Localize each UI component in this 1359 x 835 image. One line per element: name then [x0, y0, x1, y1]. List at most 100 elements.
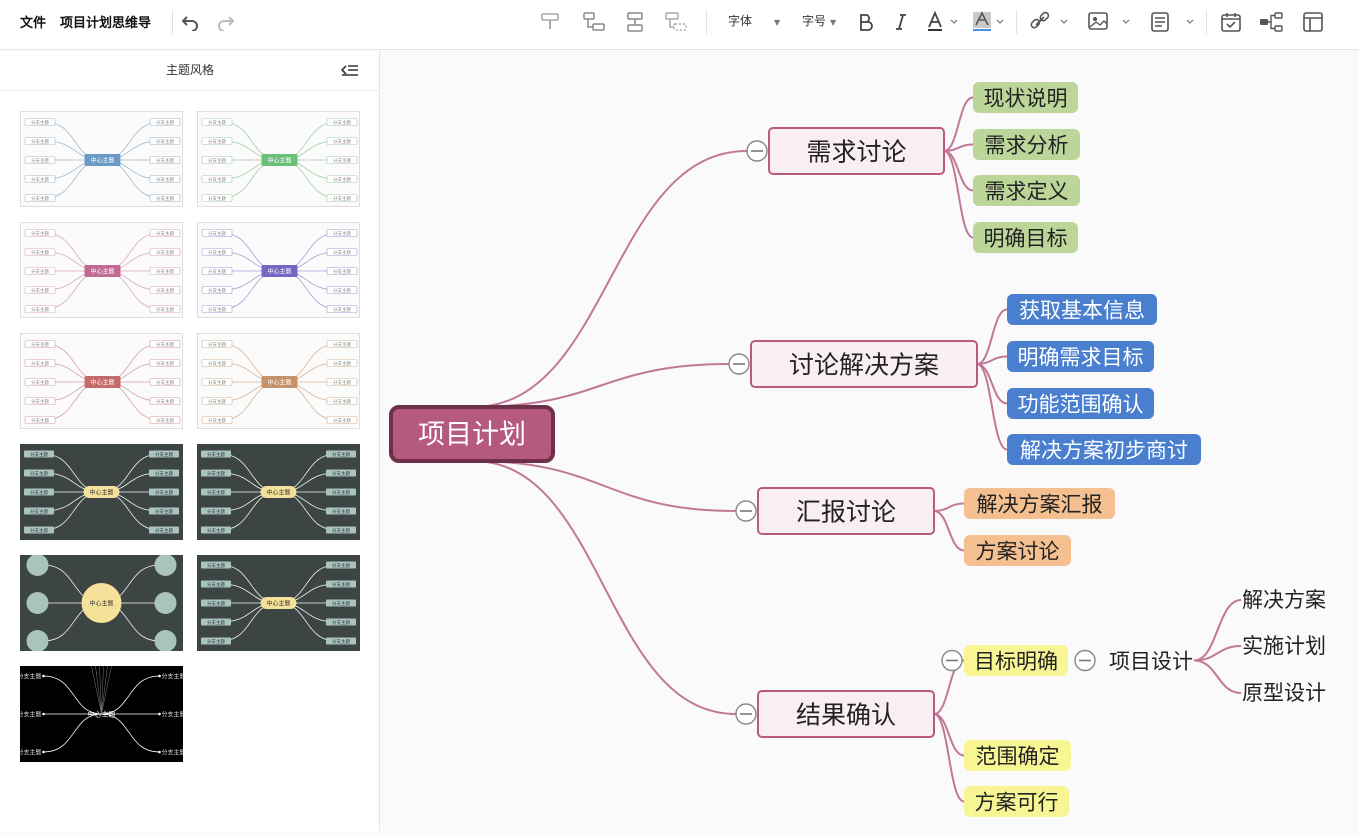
theme-option[interactable]: 分支主题分支主题分支主题分支主题分支主题分支主题分支主题分支主题分支主题分支主题…	[197, 555, 360, 651]
root-topic[interactable]	[389, 405, 555, 463]
svg-text:分支主题: 分支主题	[20, 673, 42, 681]
theme-sidebar: 主题风格 分支主题分支主题分支主题分支主题分支主题分支主题分支主题分支主题分支主…	[0, 51, 380, 831]
leaf-topic-label[interactable]: 原型设计	[1242, 681, 1326, 705]
collapse-toggle-icon[interactable]	[1074, 649, 1096, 672]
theme-option[interactable]: 分支主题分支主题分支主题分支主题分支主题分支主题分支主题分支主题分支主题分支主题…	[197, 222, 360, 318]
svg-text:分支主题: 分支主题	[332, 619, 350, 626]
undo-icon[interactable]	[180, 10, 200, 34]
subtopic[interactable]	[973, 222, 1078, 253]
branch-topic-label[interactable]: 汇报讨论	[796, 498, 896, 527]
image-icon[interactable]	[1088, 10, 1132, 34]
subtopic[interactable]	[964, 535, 1071, 566]
theme-option[interactable]: 分支主题分支主题分支主题分支主题分支主题分支主题分支主题分支主题分支主题分支主题…	[197, 111, 360, 207]
subtopic-label[interactable]: 功能范围确认	[1018, 393, 1144, 417]
subtopic-label[interactable]: 明确需求目标	[1018, 346, 1144, 370]
subtopic[interactable]	[1007, 434, 1201, 465]
theme-option[interactable]: 分支主题分支主题分支主题分支主题分支主题分支主题分支主题分支主题分支主题分支主题…	[20, 111, 183, 207]
file-menu[interactable]: 文件	[20, 16, 47, 31]
mindmap-canvas[interactable]: 项目计划 需求讨论 现状说明需求分析需求定义明确目标讨论解决方案 获取基本信息明确需求…	[381, 51, 1359, 831]
svg-text:中心主题: 中心主题	[88, 710, 116, 719]
svg-text:分支主题: 分支主题	[208, 398, 226, 405]
subtopic-label[interactable]: 目标明确	[974, 650, 1058, 674]
svg-text:分支主题: 分支主题	[20, 711, 42, 719]
subtopic-label[interactable]: 现状说明	[984, 87, 1068, 111]
collapse-toggle-icon[interactable]	[941, 649, 963, 672]
theme-option[interactable]: 分支主题分支主题分支主题分支主题分支主题分支主题中心主题	[20, 666, 183, 762]
collapse-panel-icon[interactable]	[340, 61, 360, 81]
theme-option[interactable]: 分支主题分支主题分支主题分支主题分支主题分支主题分支主题分支主题分支主题分支主题…	[197, 444, 360, 540]
svg-text:分支主题: 分支主题	[208, 157, 226, 164]
branch-topic[interactable]	[757, 690, 935, 738]
branch-topic[interactable]	[757, 487, 935, 535]
redo-icon[interactable]	[216, 10, 236, 34]
subtopic[interactable]	[973, 82, 1078, 113]
svg-text:分支主题: 分支主题	[156, 379, 174, 386]
svg-text:分支主题: 分支主题	[208, 119, 226, 126]
subtopic[interactable]	[973, 175, 1080, 206]
font-size-dropdown[interactable]: 字号▼	[802, 12, 836, 29]
svg-text:分支主题: 分支主题	[332, 600, 350, 607]
branch-topic-label[interactable]: 结果确认	[796, 701, 896, 730]
theme-option[interactable]: 分支主题分支主题分支主题分支主题分支主题分支主题分支主题分支主题分支主题分支主题…	[20, 222, 183, 318]
theme-option[interactable]: 中心主题	[20, 555, 183, 651]
document-title[interactable]: 项目计划思维导	[60, 16, 152, 31]
subtopic[interactable]	[964, 786, 1069, 817]
insert-sibling-topic-icon[interactable]	[624, 10, 646, 34]
subtopic[interactable]	[1007, 388, 1154, 419]
svg-text:分支主题: 分支主题	[156, 287, 174, 294]
leaf-topic-label[interactable]: 实施计划	[1242, 634, 1326, 658]
svg-text:分支主题: 分支主题	[156, 176, 174, 183]
structure-layout-icon[interactable]	[1258, 10, 1284, 34]
theme-option[interactable]: 分支主题分支主题分支主题分支主题分支主题分支主题分支主题分支主题分支主题分支主题…	[20, 444, 183, 540]
svg-text:分支主题: 分支主题	[333, 268, 351, 275]
task-calendar-icon[interactable]	[1220, 10, 1242, 34]
branch-topic-label[interactable]: 需求讨论	[806, 138, 906, 167]
svg-text:分支主题: 分支主题	[332, 489, 350, 496]
theme-panel-icon[interactable]	[1302, 10, 1324, 34]
subtopic[interactable]	[964, 740, 1071, 771]
theme-option[interactable]: 分支主题分支主题分支主题分支主题分支主题分支主题分支主题分支主题分支主题分支主题…	[197, 333, 360, 429]
subtopic-label[interactable]: 明确目标	[984, 227, 1068, 251]
leaf-topic-label[interactable]: 解决方案	[1242, 588, 1326, 612]
subtopic[interactable]	[964, 488, 1115, 519]
theme-option[interactable]: 分支主题分支主题分支主题分支主题分支主题分支主题分支主题分支主题分支主题分支主题…	[20, 333, 183, 429]
subtopic-label[interactable]: 解决方案初步商讨	[1020, 439, 1188, 463]
collapse-toggle-icon[interactable]	[735, 500, 757, 522]
svg-text:分支主题: 分支主题	[30, 451, 48, 458]
subtopic-label[interactable]: 需求分析	[985, 134, 1069, 158]
subtopic-label[interactable]: 解决方案汇报	[977, 493, 1103, 517]
collapse-toggle-icon[interactable]	[746, 140, 768, 162]
subtopic[interactable]	[1007, 294, 1157, 325]
subtopic[interactable]	[964, 645, 1068, 676]
collapse-toggle-icon[interactable]	[735, 703, 757, 725]
font-family-dropdown[interactable]: 字体▼	[728, 12, 780, 29]
svg-text:分支主题: 分支主题	[207, 619, 225, 626]
svg-text:分支主题: 分支主题	[208, 230, 226, 237]
insert-summary-icon[interactable]	[664, 10, 688, 34]
subtopic-label[interactable]: 需求定义	[985, 180, 1069, 204]
subtopic-label[interactable]: 范围确定	[976, 745, 1060, 769]
subtopic-label[interactable]: 获取基本信息	[1019, 299, 1145, 323]
font-color-icon[interactable]	[926, 10, 960, 34]
note-icon[interactable]	[1150, 10, 1196, 34]
collapse-toggle-icon[interactable]	[728, 353, 750, 375]
svg-text:分支主题: 分支主题	[207, 470, 225, 477]
subtopic[interactable]	[1007, 341, 1154, 372]
branch-topic-label[interactable]: 讨论解决方案	[789, 351, 939, 380]
svg-text:分支主题: 分支主题	[31, 138, 49, 145]
subtopic[interactable]	[973, 129, 1080, 160]
root-topic-label[interactable]: 项目计划	[418, 420, 526, 451]
highlight-color-icon[interactable]	[972, 10, 1006, 34]
svg-text:中心主题: 中心主题	[89, 600, 113, 608]
format-painter-icon[interactable]	[540, 10, 562, 34]
branch-topic[interactable]	[768, 127, 945, 175]
subtopic-label[interactable]: 方案讨论	[976, 540, 1060, 564]
svg-text:分支主题: 分支主题	[155, 470, 173, 477]
subtopic-label[interactable]: 方案可行	[975, 791, 1059, 815]
link-icon[interactable]	[1030, 10, 1070, 34]
sub-subtopic-label[interactable]: 项目设计	[1109, 650, 1193, 674]
insert-child-topic-icon[interactable]	[582, 10, 606, 34]
italic-icon[interactable]	[892, 10, 910, 34]
bold-icon[interactable]	[856, 10, 876, 34]
branch-topic[interactable]	[750, 340, 978, 388]
